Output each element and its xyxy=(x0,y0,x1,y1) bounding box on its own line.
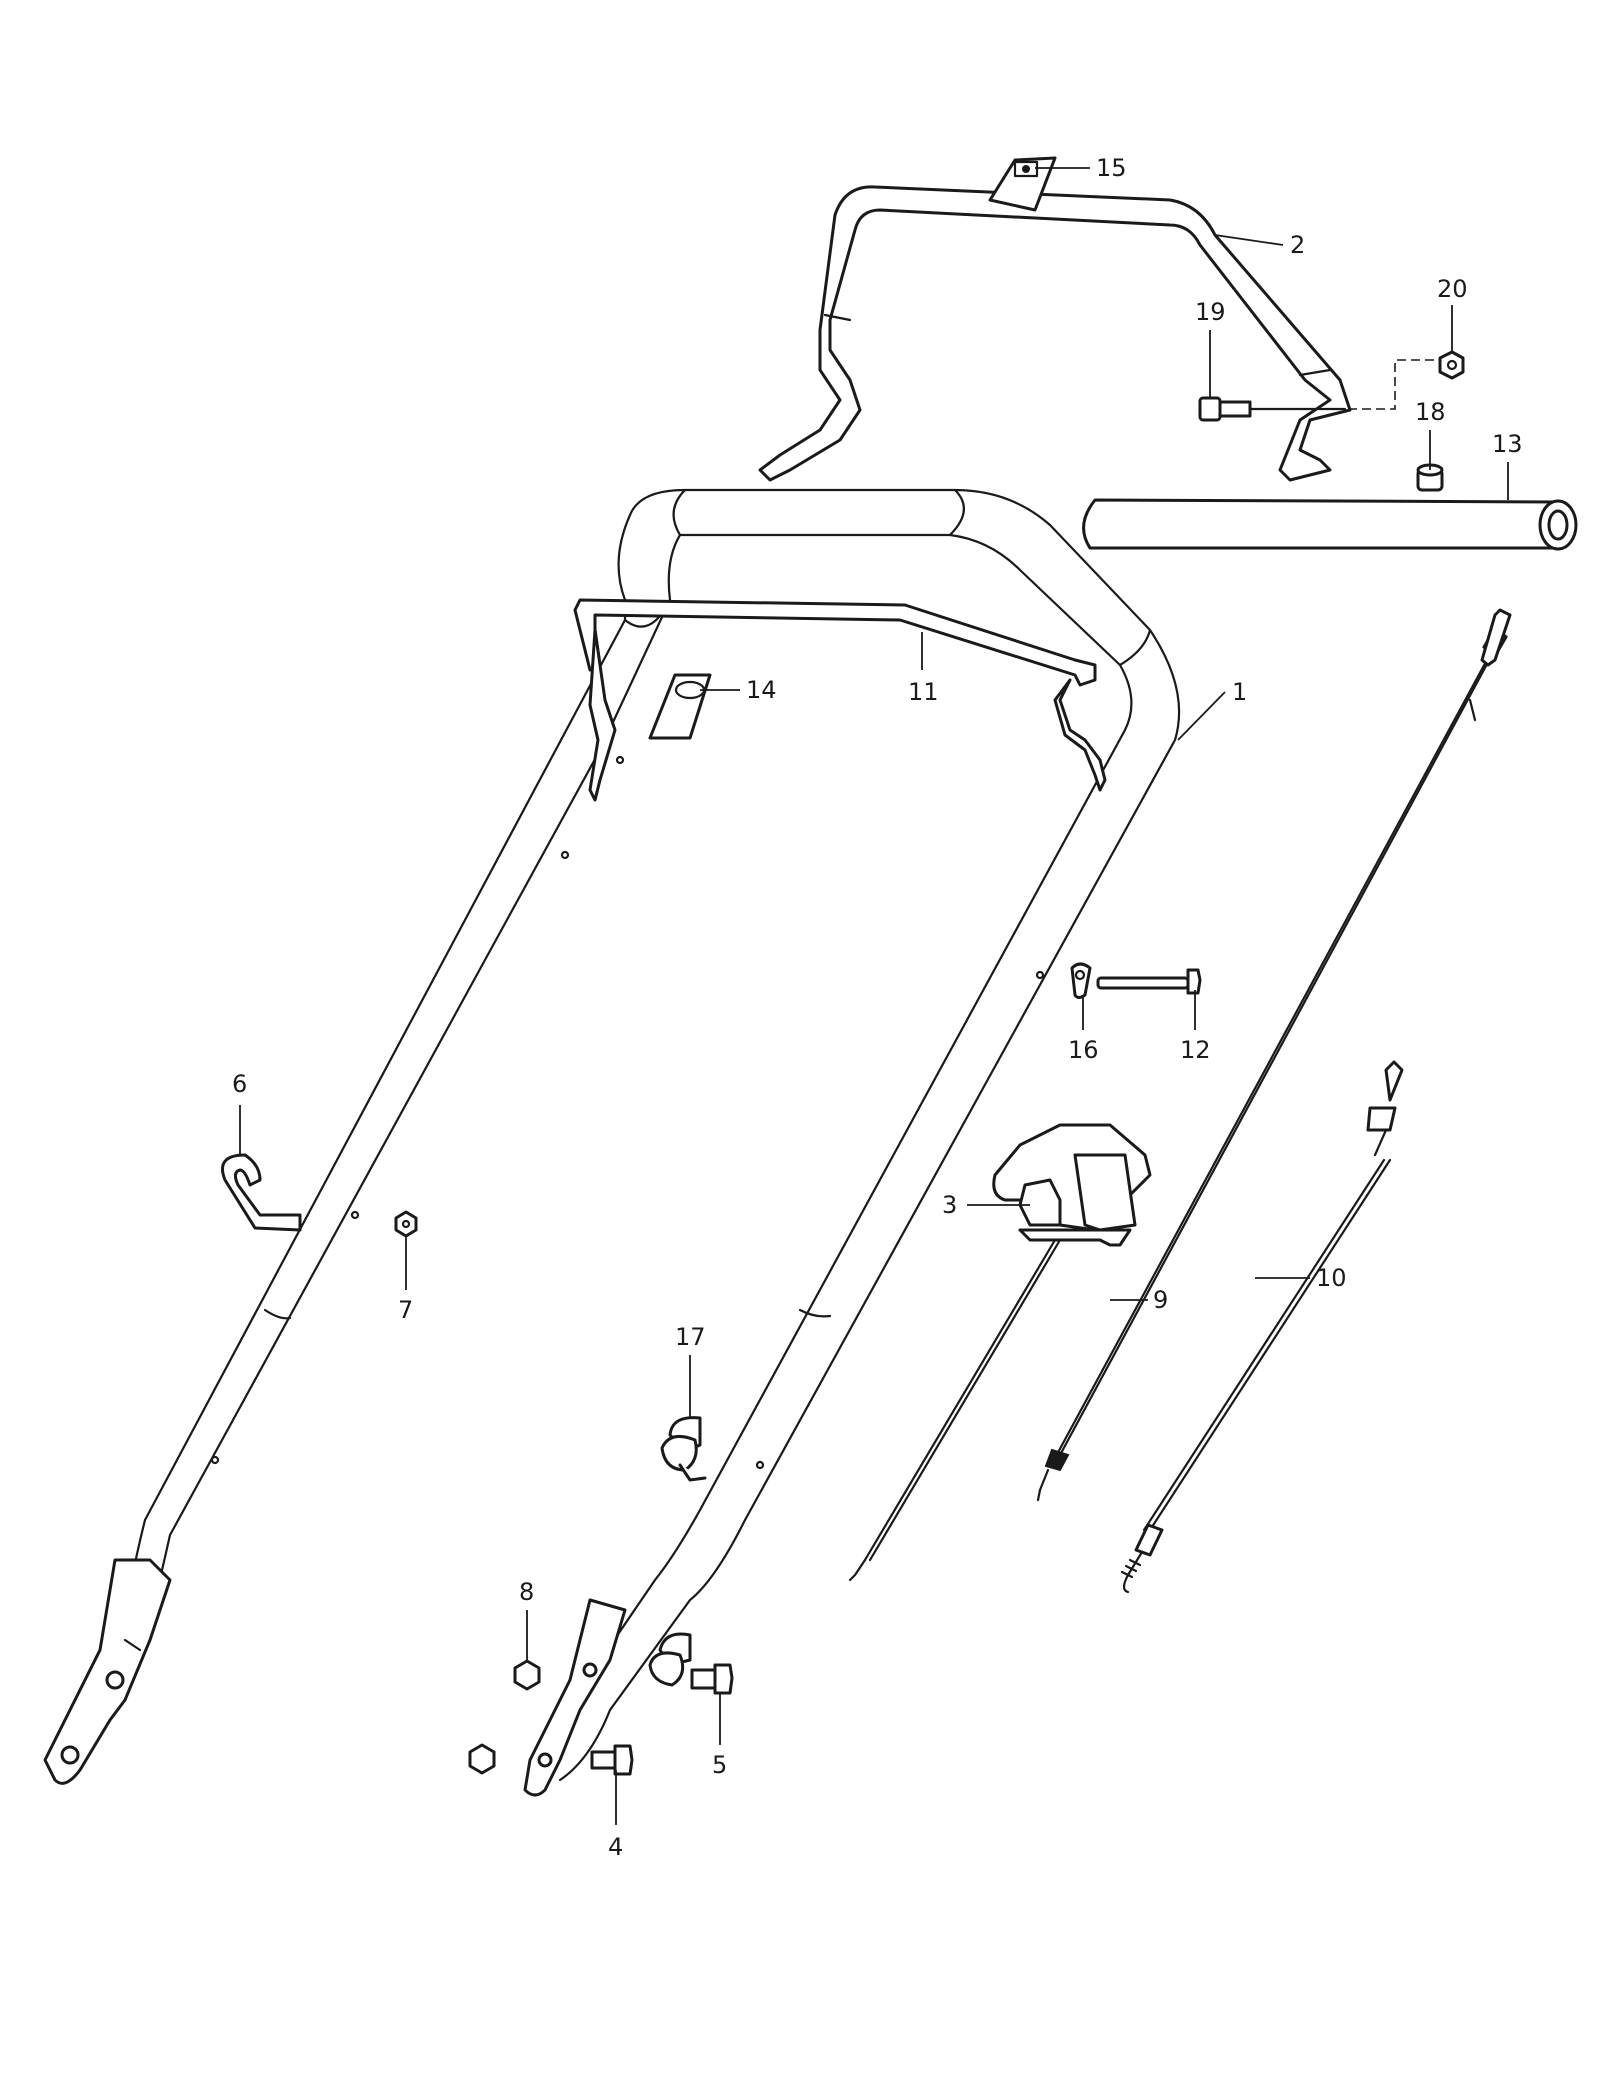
callout-19: 19 xyxy=(1195,298,1226,326)
callout-14: 14 xyxy=(746,676,777,704)
part-3-cable xyxy=(848,1238,1062,1582)
part-12-long-bolt xyxy=(1096,968,1202,995)
part-4-bolt xyxy=(590,1744,634,1776)
callout-17: 17 xyxy=(675,1323,706,1351)
leader-lines xyxy=(239,167,1509,1825)
callout-1: 1 xyxy=(1232,678,1247,706)
callout-15: 15 xyxy=(1096,154,1127,182)
callout-4: 4 xyxy=(608,1833,623,1861)
callout-11: 11 xyxy=(908,678,939,706)
callout-8: 8 xyxy=(519,1578,534,1606)
part-8-nut xyxy=(513,1659,541,1691)
part-7-nut xyxy=(394,1210,418,1238)
callout-9: 9 xyxy=(1153,1286,1168,1314)
callout-16: 16 xyxy=(1068,1036,1099,1064)
part-17-lower-clip xyxy=(648,1632,692,1687)
part-3-control-unit xyxy=(992,1123,1152,1247)
part-14-label xyxy=(648,673,712,740)
part-13-grip-tube xyxy=(1082,498,1578,551)
callout-10: 10 xyxy=(1316,1264,1347,1292)
part-9-cable xyxy=(1036,608,1512,1502)
callout-7: 7 xyxy=(398,1296,413,1324)
part-1-lower-handle xyxy=(43,488,1181,1797)
assembly-dashed-line xyxy=(1250,359,1440,410)
callout-18: 18 xyxy=(1415,398,1446,426)
callout-20: 20 xyxy=(1437,275,1468,303)
part-5-bolt xyxy=(690,1663,734,1695)
callout-labels: 1 2 3 4 5 6 7 8 9 10 11 12 13 14 15 16 1… xyxy=(232,154,1523,1861)
part-16-clip xyxy=(1070,962,1092,999)
part-8-nut-second xyxy=(468,1743,496,1775)
callout-3: 3 xyxy=(942,1191,957,1219)
part-6-hook-pin xyxy=(221,1153,302,1232)
callout-5: 5 xyxy=(712,1751,727,1779)
part-2-upper-bail xyxy=(758,185,1352,482)
callout-13: 13 xyxy=(1492,430,1523,458)
callout-2: 2 xyxy=(1290,231,1305,259)
part-10-cable xyxy=(1120,1060,1404,1594)
part-20-nut xyxy=(1438,350,1465,380)
part-15-decal xyxy=(988,156,1057,212)
part-11-bail-lever xyxy=(573,598,1107,802)
callout-6: 6 xyxy=(232,1070,247,1098)
callout-12: 12 xyxy=(1180,1036,1211,1064)
part-17-bracket-clip xyxy=(660,1416,707,1482)
